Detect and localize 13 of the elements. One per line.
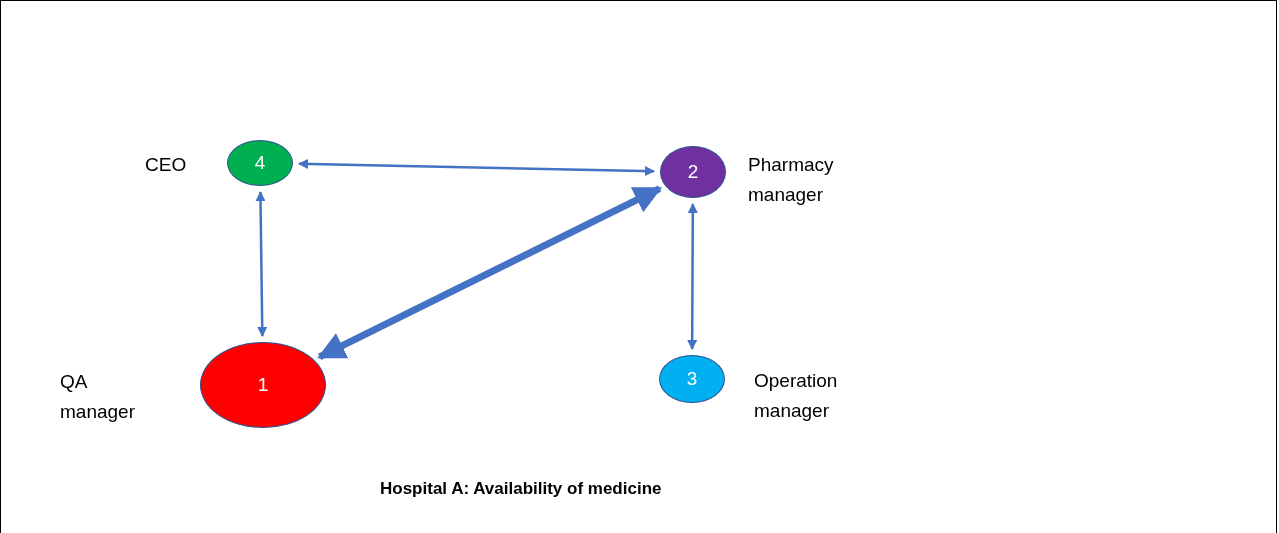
role-ellipse: 1 [200,342,326,428]
role-label: Pharmacy manager [748,153,835,207]
role-label: CEO [145,153,188,177]
double-arrow [317,185,663,361]
double-arrow [255,191,268,337]
caption: Hospital A: Availability of medicine [380,478,662,500]
double-arrow [687,203,698,350]
double-arrow [298,159,655,176]
role-label: Operation manager [754,369,839,423]
role-ellipse: 2 [660,146,726,198]
role-ellipse: 4 [227,140,293,186]
role-label: QA manager [60,370,136,424]
role-ellipse: 3 [659,355,725,403]
